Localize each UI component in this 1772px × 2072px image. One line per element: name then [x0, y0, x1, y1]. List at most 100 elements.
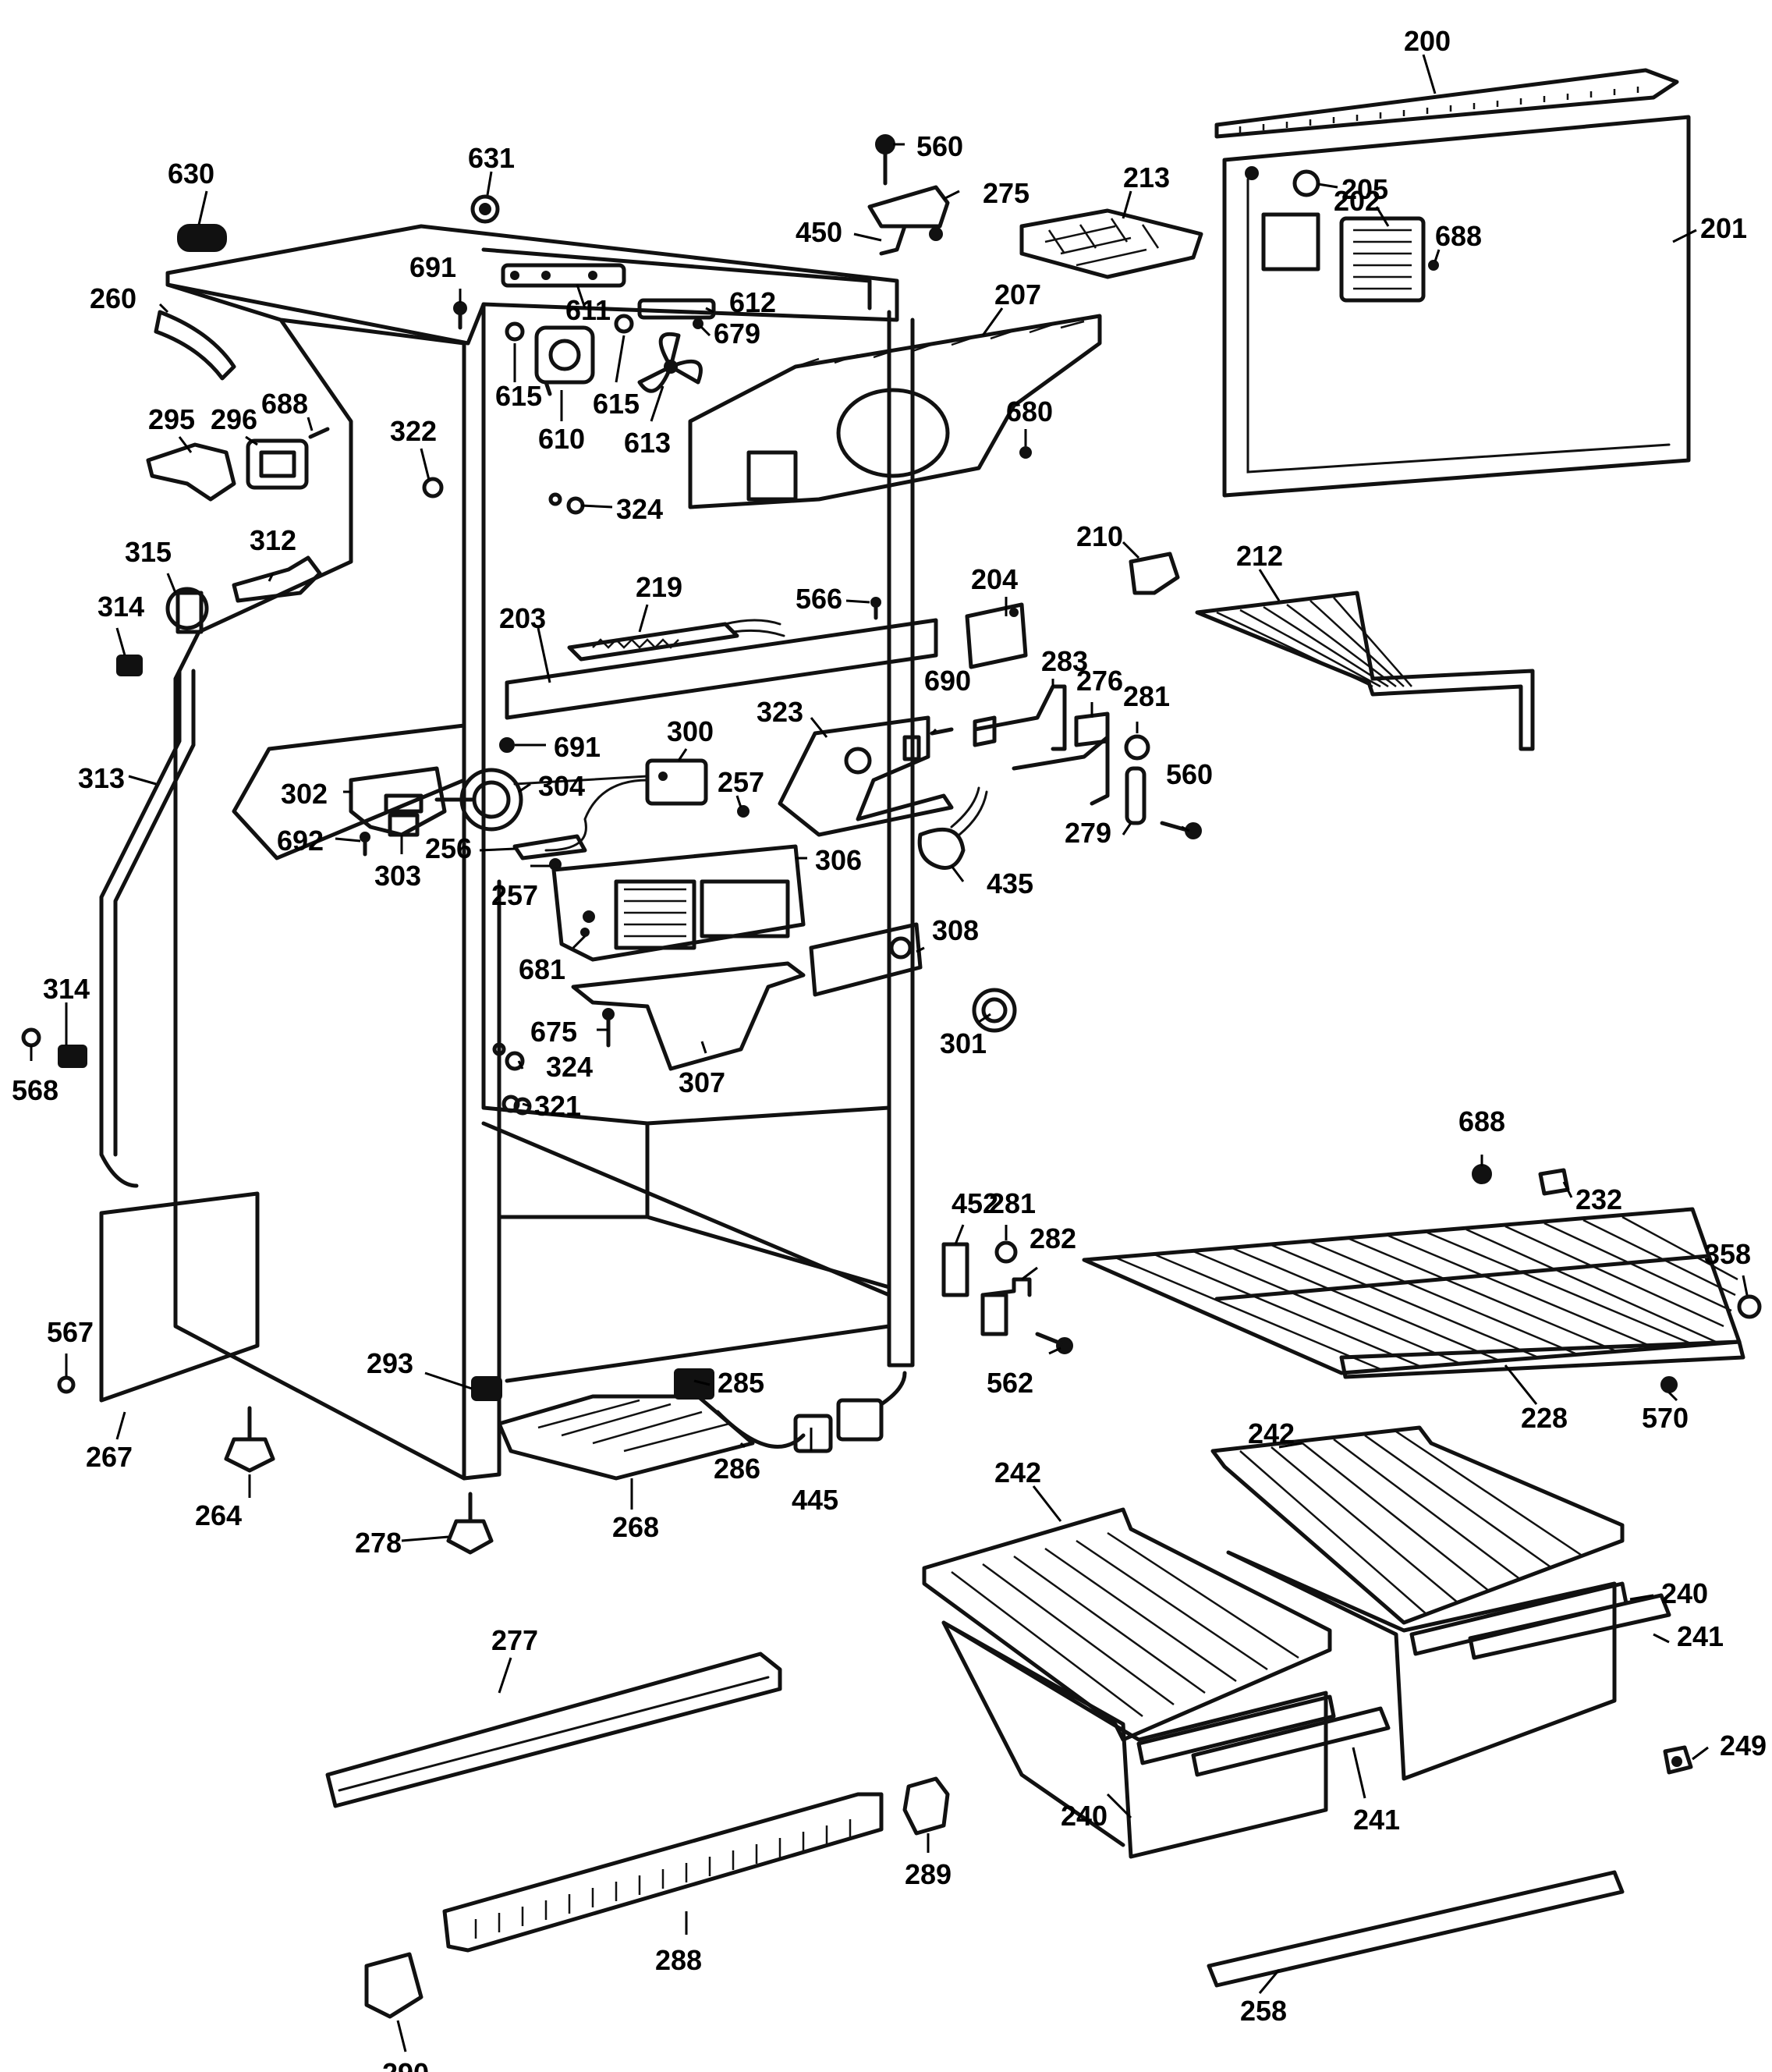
part-452-hinge-plate [941, 1242, 969, 1297]
part-688-screw-door [1428, 260, 1439, 271]
label-680: 680 [1006, 396, 1053, 428]
part-201-freezer-door [1222, 115, 1691, 498]
part-279-hinge-pin [1125, 766, 1146, 825]
part-314-clip-upper [116, 655, 143, 676]
label-301: 301 [940, 1027, 987, 1059]
part-611-bracket [501, 263, 626, 288]
label-278: 278 [355, 1527, 402, 1559]
label-282: 282 [1030, 1222, 1076, 1254]
label-314-upper: 314 [97, 591, 144, 623]
part-268-drain-pan [497, 1394, 755, 1481]
part-566-screw [870, 597, 881, 620]
part-296-bracket [246, 438, 309, 490]
part-302-control-housing [349, 766, 447, 837]
part-289-bracket [902, 1776, 950, 1836]
part-281-washer-lower [994, 1240, 1018, 1264]
label-241-right: 241 [1677, 1620, 1724, 1652]
label-692: 692 [277, 825, 324, 857]
part-240-drawer-right [1226, 1550, 1628, 1781]
part-445-connector [793, 1371, 907, 1453]
label-612: 612 [729, 286, 776, 318]
part-213-ice-tray [1019, 208, 1203, 279]
label-260: 260 [90, 282, 136, 314]
part-290-bracket [364, 1952, 424, 2019]
label-200: 200 [1404, 25, 1451, 57]
label-435: 435 [987, 867, 1033, 899]
part-631-grommet [470, 194, 500, 224]
label-281-upper: 281 [1123, 680, 1170, 712]
part-240-drawer-left [941, 1620, 1336, 1859]
label-232: 232 [1575, 1183, 1622, 1215]
part-256-bracket [512, 834, 587, 860]
label-300: 300 [667, 715, 714, 747]
label-303: 303 [374, 860, 421, 892]
label-240-left: 240 [1061, 1800, 1108, 1832]
part-681-screw [580, 928, 590, 937]
label-560-right: 560 [1166, 758, 1213, 790]
label-315: 315 [125, 536, 172, 568]
label-289: 289 [905, 1858, 952, 1890]
label-219: 219 [636, 571, 682, 603]
label-277: 277 [491, 1624, 538, 1656]
label-306: 306 [815, 844, 862, 876]
part-570-screw [1660, 1376, 1678, 1393]
label-202: 202 [1334, 185, 1380, 217]
label-256: 256 [425, 832, 472, 864]
part-312-elbow [232, 555, 322, 603]
label-323: 323 [757, 696, 803, 728]
part-260-tube [154, 310, 236, 381]
part-675-screw [602, 1008, 615, 1048]
part-264-leveling-leg [224, 1406, 275, 1473]
part-277-rail [325, 1652, 782, 1808]
label-615-left: 615 [495, 380, 542, 412]
label-313: 313 [78, 762, 125, 794]
part-612-bracket [637, 298, 716, 320]
label-212: 212 [1236, 540, 1283, 572]
part-276-hinge [1012, 711, 1110, 806]
label-613: 613 [624, 427, 671, 459]
label-450: 450 [796, 216, 842, 248]
label-283: 283 [1041, 645, 1088, 677]
label-290: 290 [382, 2057, 429, 2072]
label-308: 308 [932, 914, 979, 946]
label-302: 302 [281, 778, 328, 810]
label-611: 611 [565, 294, 611, 326]
label-304: 304 [538, 770, 585, 802]
part-241-handle-right [1468, 1593, 1671, 1660]
label-631: 631 [468, 142, 515, 174]
label-258: 258 [1240, 1995, 1287, 2027]
label-690: 690 [924, 665, 971, 697]
part-610-fan-motor [534, 325, 595, 396]
part-295-adapter [146, 442, 236, 502]
label-242-right: 242 [1248, 1417, 1295, 1449]
label-279: 279 [1065, 817, 1111, 849]
part-242-cover-right [1210, 1425, 1625, 1625]
label-452: 452 [952, 1187, 998, 1219]
part-207-evaporator-cover [688, 314, 1102, 509]
part-278-leveling-leg [446, 1492, 494, 1555]
part-324-plugs-upper [548, 492, 585, 515]
part-200-door-trim [1214, 68, 1679, 139]
label-560-top: 560 [916, 130, 963, 162]
label-257-upper: 257 [718, 766, 764, 798]
part-314-clip-lower [58, 1045, 87, 1068]
label-566: 566 [796, 583, 842, 615]
label-213: 213 [1123, 161, 1170, 193]
part-293-clip [471, 1376, 502, 1401]
part-313-drain-tube [99, 669, 196, 1188]
part-219-heater [567, 619, 785, 662]
part-560-screw-right [1160, 821, 1202, 839]
part-435-lamp-socket [917, 786, 988, 870]
label-293: 293 [367, 1347, 413, 1379]
part-205-button [1292, 169, 1320, 197]
label-307: 307 [679, 1066, 725, 1098]
label-610: 610 [538, 423, 585, 455]
label-568: 568 [12, 1074, 58, 1106]
label-276: 276 [1076, 665, 1123, 697]
label-210: 210 [1076, 520, 1123, 552]
label-281-lower: 281 [989, 1187, 1036, 1219]
label-242-left: 242 [994, 1456, 1041, 1488]
label-570: 570 [1642, 1402, 1689, 1434]
